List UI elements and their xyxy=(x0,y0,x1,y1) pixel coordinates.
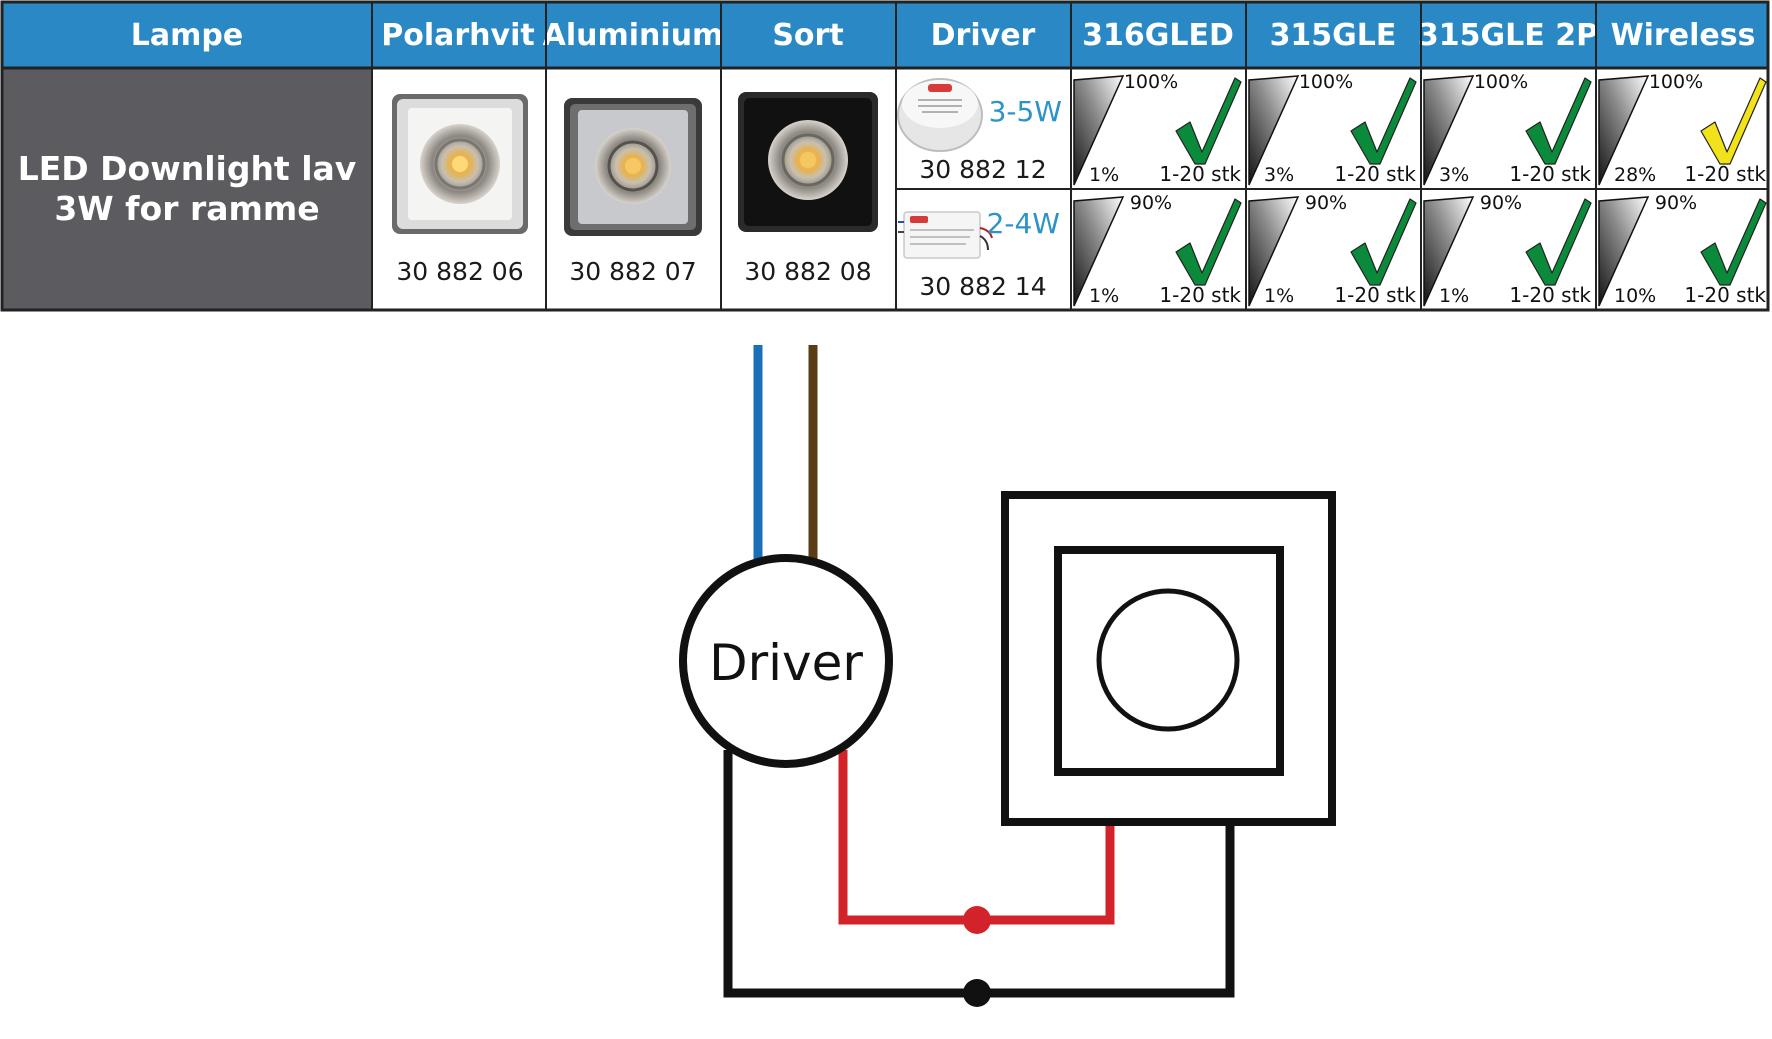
quantity-label: 1-20 stk xyxy=(1159,162,1241,186)
product-code-sort: 30 882 08 xyxy=(744,257,871,286)
downlight-aluminium-image xyxy=(564,98,702,236)
header-aluminium: Aluminium xyxy=(543,18,724,53)
quantity-label: 1-20 stk xyxy=(1684,162,1766,186)
quantity-label: 1-20 stk xyxy=(1334,162,1416,186)
product-sort: 30 882 08 xyxy=(738,92,878,286)
driver-wattage-2-4w: 2-4W xyxy=(987,207,1060,240)
quantity-label: 1-20 stk xyxy=(1509,162,1591,186)
header-316gled: 316GLED xyxy=(1082,18,1234,53)
dim-range-ramp xyxy=(1423,196,1475,307)
dim-max-label: 90% xyxy=(1305,192,1347,214)
downlight-symbol xyxy=(1001,491,1336,826)
compatible-check-icon xyxy=(1700,198,1767,286)
dim-max-label: 100% xyxy=(1299,71,1353,93)
dim-max-label: 100% xyxy=(1474,71,1528,93)
lamp-name-background xyxy=(2,68,372,310)
lamp-name-line-2: 3W for ramme xyxy=(54,189,319,228)
product-polarhvit: 30 882 06 xyxy=(392,94,528,286)
driver-code-2-4w: 30 882 14 xyxy=(919,272,1046,301)
dim-max-label: 90% xyxy=(1130,192,1172,214)
dim-max-label: 90% xyxy=(1655,192,1697,214)
dimmer-cell: 90% 1% 1-20 stk xyxy=(1248,192,1417,307)
header-wireless: Wireless xyxy=(1611,18,1756,53)
dim-max-label: 100% xyxy=(1649,71,1703,93)
compatible-check-icon xyxy=(1700,77,1767,165)
dimmer-cell: 90% 1% 1-20 stk xyxy=(1423,192,1592,307)
lamp-name-cell: LED Downlight lav 3W for ramme xyxy=(2,68,372,310)
header-polarhvit: Polarhvit xyxy=(381,18,534,53)
compatible-check-icon xyxy=(1175,198,1242,286)
dimmer-cell: 100% 3% 1-20 stk xyxy=(1423,71,1592,186)
driver-2-4w: 2-4W 30 882 14 xyxy=(898,207,1060,301)
quantity-label: 1-20 stk xyxy=(1509,283,1591,307)
dim-range-ramp xyxy=(1423,75,1475,186)
driver-wattage-3-5w: 3-5W xyxy=(989,95,1062,128)
quantity-label: 1-20 stk xyxy=(1159,283,1241,307)
dim-range-ramp xyxy=(1073,196,1125,307)
dim-min-label: 28% xyxy=(1614,164,1656,186)
driver-3-5w: 3-5W 30 882 12 xyxy=(897,78,1062,184)
dim-min-label: 1% xyxy=(1089,285,1119,307)
dim-range-ramp xyxy=(1598,196,1650,307)
dimmer-cell: 90% 10% 1-20 stk xyxy=(1598,192,1767,307)
dim-min-label: 10% xyxy=(1614,285,1656,307)
lamp-name-line-1: LED Downlight lav xyxy=(18,149,357,188)
lamp-circle xyxy=(1096,588,1240,732)
dimmer-cell: 100% 1% 1-20 stk xyxy=(1073,71,1242,186)
table-header: Lampe Polarhvit Aluminium Sort Driver 31… xyxy=(2,2,1768,68)
dimmer-cell: 90% 1% 1-20 stk xyxy=(1073,192,1242,307)
compatible-check-icon xyxy=(1350,77,1417,165)
dim-range-ramp xyxy=(1073,75,1125,186)
round-driver-image xyxy=(897,78,983,152)
driver-cell: 3-5W 30 882 12 2-4W 30 882 14 xyxy=(897,78,1062,301)
dimmer-compatibility-cells: 100% 1% 1-20 stk 90% 1% 1-20 stk 100% 3% 1-20 st… xyxy=(1073,71,1767,307)
dim-min-label: 1% xyxy=(1439,285,1469,307)
header-background xyxy=(2,2,1768,68)
product-code-polarhvit: 30 882 06 xyxy=(396,257,523,286)
dim-min-label: 3% xyxy=(1264,164,1294,186)
negative-junction xyxy=(963,979,991,1007)
dimmer-cell: 100% 28% 1-20 stk xyxy=(1598,71,1767,186)
compatible-check-icon xyxy=(1175,77,1242,165)
product-aluminium: 30 882 07 xyxy=(564,98,702,286)
header-sort: Sort xyxy=(772,18,843,53)
compatible-check-icon xyxy=(1525,77,1592,165)
header-315gle: 315GLE xyxy=(1270,18,1397,53)
wiring-diagram: Driver xyxy=(679,345,1336,1007)
driver-symbol xyxy=(679,554,893,768)
dim-max-label: 90% xyxy=(1480,192,1522,214)
quantity-label: 1-20 stk xyxy=(1684,283,1766,307)
driver-symbol-label: Driver xyxy=(709,634,863,692)
quantity-label: 1-20 stk xyxy=(1334,283,1416,307)
dim-range-ramp xyxy=(1598,75,1650,186)
driver-code-3-5w: 30 882 12 xyxy=(919,155,1046,184)
dim-min-label: 1% xyxy=(1264,285,1294,307)
header-driver: Driver xyxy=(931,18,1036,53)
compatible-check-icon xyxy=(1525,198,1592,286)
compatible-check-icon xyxy=(1350,198,1417,286)
header-315gle-2p: 315GLE 2P xyxy=(1418,18,1598,53)
dimmer-cell: 100% 3% 1-20 stk xyxy=(1248,71,1417,186)
dim-min-label: 3% xyxy=(1439,164,1469,186)
table-grid xyxy=(0,0,1770,312)
dim-range-ramp xyxy=(1248,196,1300,307)
box-driver-image xyxy=(898,211,993,259)
product-code-aluminium: 30 882 07 xyxy=(569,257,696,286)
downlight-black-image xyxy=(738,92,878,232)
dim-range-ramp xyxy=(1248,75,1300,186)
dim-min-label: 1% xyxy=(1089,164,1119,186)
header-lampe: Lampe xyxy=(131,18,243,53)
downlight-white-image xyxy=(392,94,528,234)
positive-junction xyxy=(963,906,991,934)
dim-max-label: 100% xyxy=(1124,71,1178,93)
